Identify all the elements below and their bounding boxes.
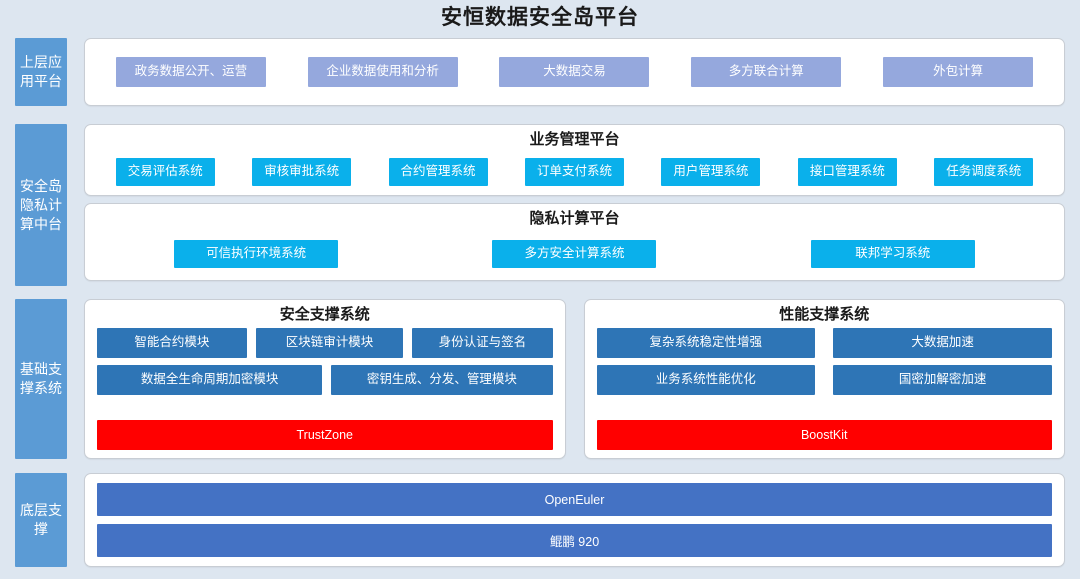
performance-panel-title: 性能支撑系统: [779, 306, 870, 323]
app-item-multiparty-compute[interactable]: 多方联合计算: [691, 57, 842, 87]
business-item-task-scheduling[interactable]: 任务调度系统: [934, 158, 1034, 186]
privacy-item-mpc[interactable]: 多方安全计算系统: [492, 240, 657, 268]
security-module-identity-signature[interactable]: 身份认证与签名: [412, 328, 553, 358]
privacy-item-tee[interactable]: 可信执行环境系统: [174, 240, 339, 268]
performance-module-stability-enhancement[interactable]: 复杂系统稳定性增强: [596, 328, 816, 358]
performance-module-sm-crypto-acceleration[interactable]: 国密加解密加速: [833, 365, 1052, 395]
business-item-interface-management[interactable]: 接口管理系统: [797, 158, 897, 186]
side-label-foundation: 基础支撑系统: [15, 299, 67, 459]
privacy-chip-row: 可信执行环境系统 多方安全计算系统 联邦学习系统: [85, 228, 1064, 280]
app-item-outsourced-compute[interactable]: 外包计算: [883, 57, 1034, 87]
side-label-bottom: 底层支撑: [15, 473, 67, 567]
business-chip-row: 交易评估系统 审核审批系统 合约管理系统 订单支付系统 用户管理系统 接口管理系…: [85, 149, 1064, 195]
security-module-grid: 智能合约模块 区块链审计模块 身份认证与签名 数据全生命周期加密模块 密钥生成、…: [85, 324, 565, 420]
security-module-key-management[interactable]: 密钥生成、分发、管理模块: [331, 365, 553, 395]
bottom-panel-area: OpenEuler 鲲鹏 920: [84, 473, 1065, 567]
security-panel-title: 安全支撑系统: [279, 306, 370, 323]
foundation-panel-area: 安全支撑系统 智能合约模块 区块链审计模块 身份认证与签名 数据全生命周期加密模…: [84, 299, 1065, 459]
business-item-transaction-evaluation[interactable]: 交易评估系统: [115, 158, 215, 186]
business-item-review-approval[interactable]: 审核审批系统: [252, 158, 352, 186]
layer-foundation: 基础支撑系统 安全支撑系统 智能合约模块 区块链审计模块 身份认证与签名 数据全…: [15, 299, 1065, 459]
app-item-enterprise-data[interactable]: 企业数据使用和分析: [307, 57, 458, 87]
business-item-order-payment[interactable]: 订单支付系统: [524, 158, 624, 186]
trustzone-bar[interactable]: TrustZone: [97, 420, 553, 450]
business-item-contract-management[interactable]: 合约管理系统: [388, 158, 488, 186]
application-platform-panel: 政务数据公开、运营 企业数据使用和分析 大数据交易 多方联合计算 外包计算: [84, 38, 1065, 106]
side-label-midplatform: 安全岛隐私计算中台: [15, 124, 67, 286]
midplatform-panel-area: 业务管理平台 交易评估系统 审核审批系统 合约管理系统 订单支付系统 用户管理系…: [84, 124, 1065, 286]
performance-module-grid: 复杂系统稳定性增强 大数据加速 业务系统性能优化 国密加解密加速: [585, 324, 1065, 420]
layer-bottom-support: 底层支撑 OpenEuler 鲲鹏 920: [15, 473, 1065, 567]
performance-support-panel: 性能支撑系统 复杂系统稳定性增强 大数据加速 业务系统性能优化 国密加解密加速 …: [583, 299, 1065, 459]
page-title: 安恒数据安全岛平台: [441, 6, 639, 29]
bottom-support-panel: OpenEuler 鲲鹏 920: [84, 473, 1065, 567]
side-label-foundation-text: 基础支撑系统: [20, 361, 62, 396]
layer-application: 上层应用平台 政务数据公开、运营 企业数据使用和分析 大数据交易 多方联合计算 …: [15, 38, 1065, 106]
layer-midplatform: 安全岛隐私计算中台 业务管理平台 交易评估系统 审核审批系统 合约管理系统 订单…: [15, 124, 1065, 286]
side-label-application-text: 上层应用平台: [20, 54, 62, 89]
privacy-item-federated-learning[interactable]: 联邦学习系统: [810, 240, 975, 268]
security-module-lifecycle-encryption[interactable]: 数据全生命周期加密模块: [97, 365, 323, 395]
application-chip-row: 政务数据公开、运营 企业数据使用和分析 大数据交易 多方联合计算 外包计算: [85, 39, 1064, 105]
performance-module-business-optimization[interactable]: 业务系统性能优化: [596, 365, 816, 395]
kunpeng-bar[interactable]: 鲲鹏 920: [97, 524, 1052, 557]
privacy-computing-panel: 隐私计算平台 可信执行环境系统 多方安全计算系统 联邦学习系统: [84, 203, 1065, 281]
business-panel-title: 业务管理平台: [529, 131, 620, 148]
security-module-blockchain-audit[interactable]: 区块链审计模块: [255, 328, 404, 358]
performance-module-line-1: 复杂系统稳定性增强 大数据加速: [596, 328, 1052, 358]
openeuler-bar[interactable]: OpenEuler: [97, 483, 1052, 516]
foundation-panel-row: 安全支撑系统 智能合约模块 区块链审计模块 身份认证与签名 数据全生命周期加密模…: [84, 299, 1065, 459]
security-module-line-2: 数据全生命周期加密模块 密钥生成、分发、管理模块: [97, 365, 553, 395]
side-label-application: 上层应用平台: [15, 38, 67, 106]
performance-module-line-2: 业务系统性能优化 国密加解密加速: [596, 365, 1052, 395]
application-panel-area: 政务数据公开、运营 企业数据使用和分析 大数据交易 多方联合计算 外包计算: [84, 38, 1065, 106]
side-label-bottom-text: 底层支撑: [20, 502, 62, 537]
side-label-midplatform-text: 安全岛隐私计算中台: [20, 177, 62, 232]
app-item-bigdata-trading[interactable]: 大数据交易: [499, 57, 650, 87]
security-support-panel: 安全支撑系统 智能合约模块 区块链审计模块 身份认证与签名 数据全生命周期加密模…: [84, 299, 566, 459]
performance-module-bigdata-acceleration[interactable]: 大数据加速: [833, 328, 1052, 358]
app-item-government-data[interactable]: 政务数据公开、运营: [115, 57, 266, 87]
privacy-panel-title: 隐私计算平台: [529, 210, 620, 227]
security-module-line-1: 智能合约模块 区块链审计模块 身份认证与签名: [97, 328, 553, 358]
business-item-user-management[interactable]: 用户管理系统: [661, 158, 761, 186]
business-management-panel: 业务管理平台 交易评估系统 审核审批系统 合约管理系统 订单支付系统 用户管理系…: [84, 124, 1065, 196]
security-module-smart-contract[interactable]: 智能合约模块: [97, 328, 247, 358]
boostkit-bar[interactable]: BoostKit: [596, 420, 1052, 450]
